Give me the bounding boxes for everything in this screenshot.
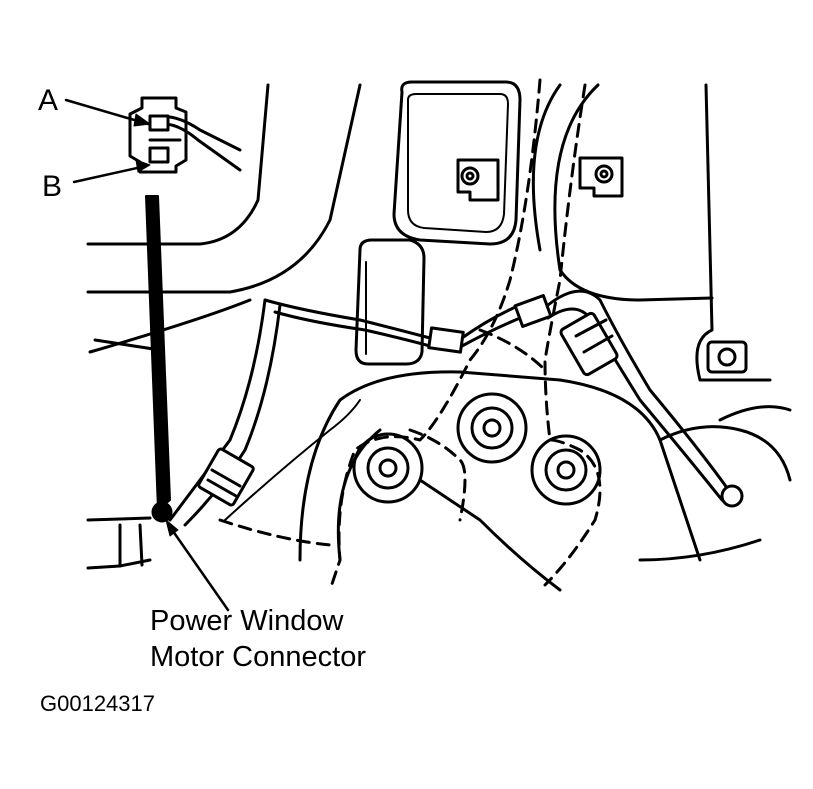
callout-label-a: A — [38, 84, 59, 117]
lower-slot — [354, 238, 426, 366]
figure-id: G00124317 — [40, 691, 155, 716]
connector-detail — [128, 96, 242, 174]
bracket-right — [578, 156, 624, 198]
leader-b — [72, 159, 151, 184]
probe-tip — [151, 501, 173, 523]
callout-label-b: B — [42, 170, 63, 203]
leader-a — [64, 98, 151, 127]
callout-label-line-1: Power Window — [150, 605, 344, 637]
pulley-left — [352, 432, 424, 504]
callout-label-power-window-motor-connector: Power Window Motor Connector — [150, 603, 366, 675]
door-panel-outline — [86, 83, 362, 570]
harness-connector-3 — [559, 311, 619, 377]
window-opening — [392, 80, 522, 246]
motor-connector-body — [197, 447, 255, 507]
right-panel-outline — [531, 83, 772, 382]
pulley-right — [530, 434, 602, 506]
pulley-center — [456, 392, 528, 464]
bracket-left — [456, 158, 500, 202]
wire-harness — [168, 289, 732, 527]
leader-connector — [165, 519, 230, 612]
harness-connector-2 — [513, 294, 553, 328]
harness-connector-1 — [427, 326, 465, 354]
callout-label-line-2: Motor Connector — [150, 641, 366, 673]
probe-lead — [145, 195, 171, 511]
harness-grommet — [720, 484, 744, 508]
